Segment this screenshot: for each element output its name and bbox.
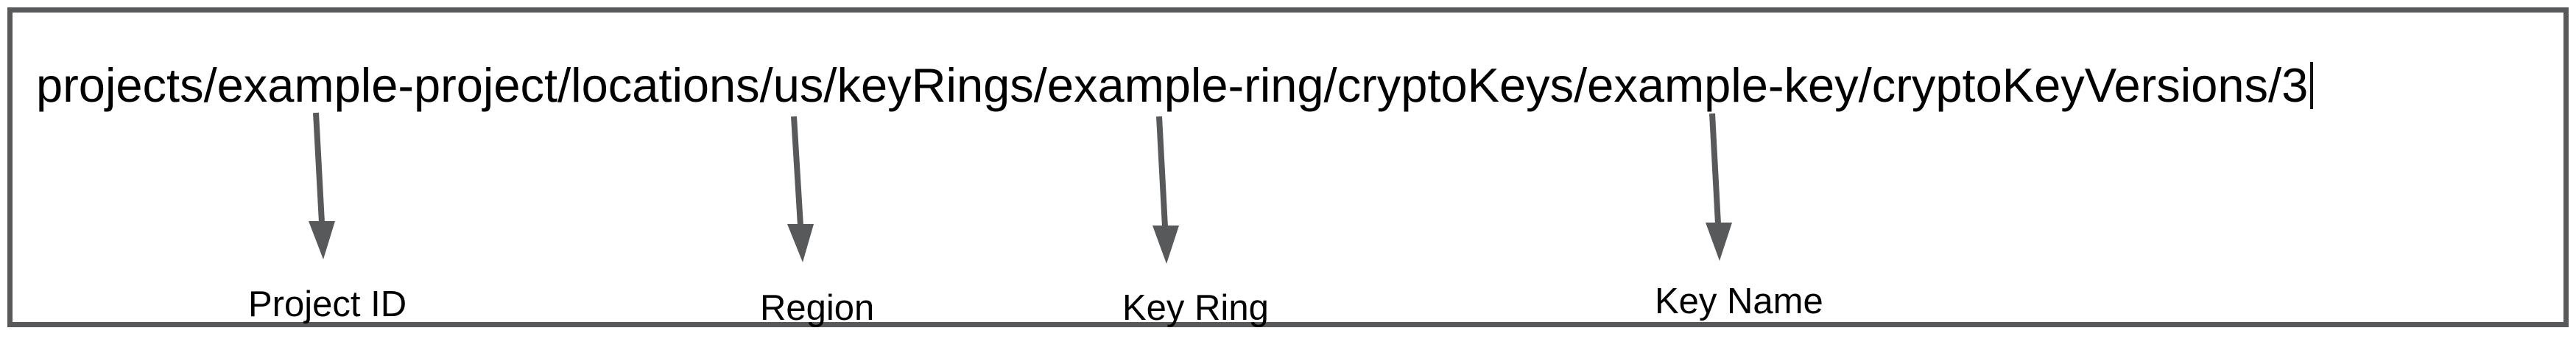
text-cursor-caret	[2310, 62, 2314, 109]
resource-path-text: projects/example-project/locations/us/ke…	[36, 58, 2309, 112]
key-name-label: Key Name	[1655, 282, 1823, 321]
resource-path-text-field[interactable]: projects/example-project/locations/us/ke…	[7, 7, 2569, 327]
project-id-label: Project ID	[248, 284, 407, 324]
region-label: Region	[760, 288, 875, 328]
key-ring-label: Key Ring	[1122, 288, 1269, 328]
resource-path-line: projects/example-project/locations/us/ke…	[36, 58, 2314, 112]
